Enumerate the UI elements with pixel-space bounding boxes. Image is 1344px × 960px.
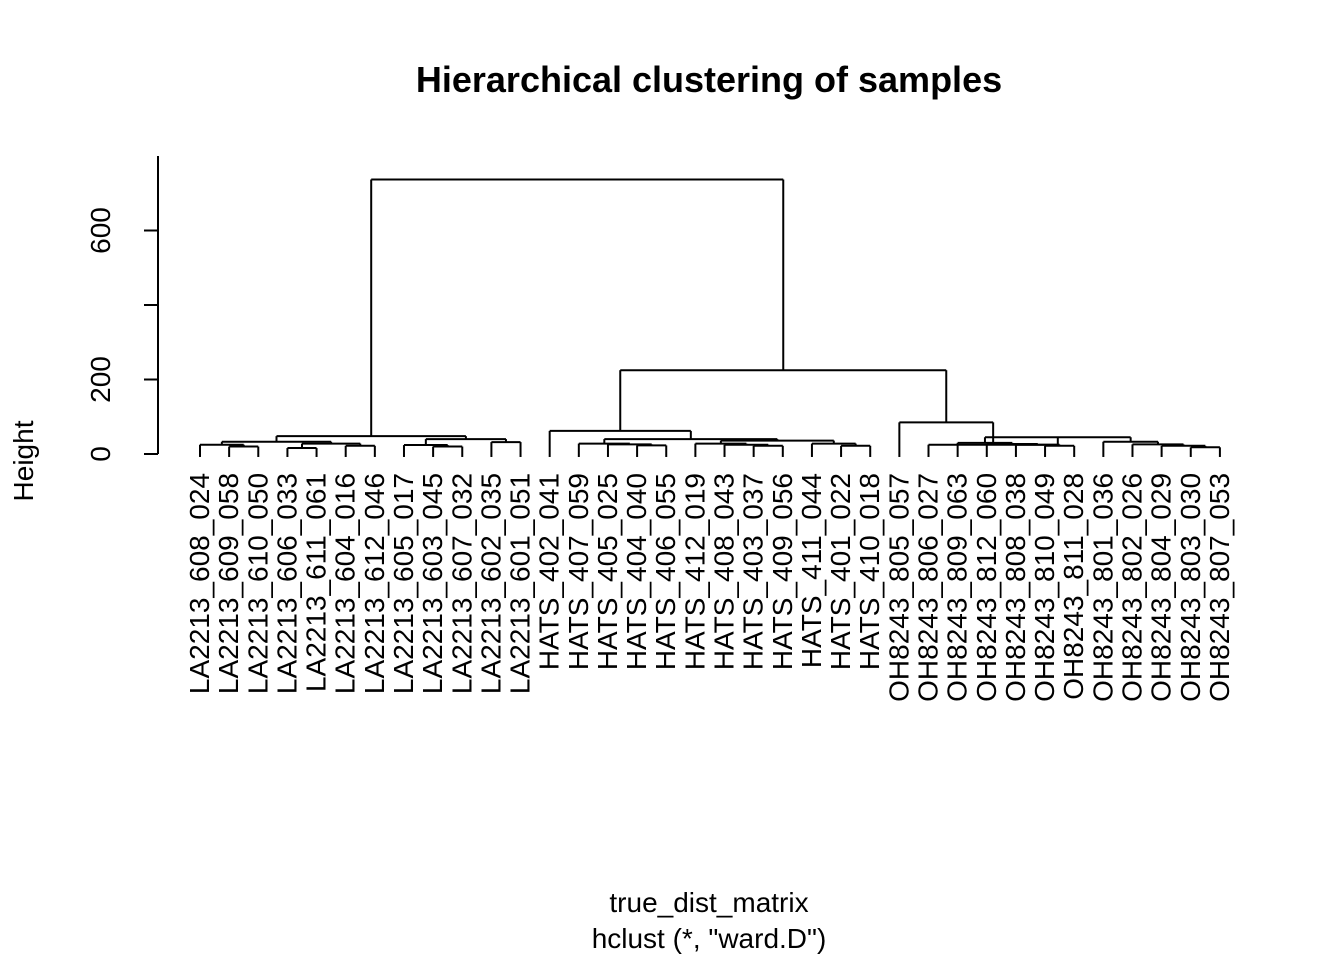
leaf-label: OH8243_803_030 — [1175, 473, 1206, 702]
leaf-label: HATS_407_059 — [563, 473, 594, 670]
leaf-label: LA2213_611_061 — [301, 473, 332, 692]
leaf-label: OH8243_804_029 — [1146, 473, 1177, 702]
leaf-labels: LA2213_608_024LA2213_609_058LA2213_610_0… — [184, 473, 1235, 702]
leaf-label: HATS_403_037 — [738, 473, 769, 670]
dendrogram-tree — [199, 178, 1221, 457]
leaf-label: LA2213_607_032 — [446, 473, 477, 694]
y-axis: 0 200 600 — [85, 156, 159, 462]
leaf-label: OH8243_809_063 — [942, 473, 973, 702]
leaf-label: OH8243_810_049 — [1029, 473, 1060, 702]
leaf-label: HATS_406_055 — [650, 473, 681, 670]
y-axis-label: Height — [8, 420, 39, 501]
y-tick-label: 600 — [85, 207, 116, 254]
leaf-label: LA2213_603_045 — [417, 473, 448, 694]
leaf-label: HATS_411_044 — [796, 473, 827, 668]
leaf-label: LA2213_609_058 — [213, 473, 244, 694]
leaf-label: OH8243_805_057 — [883, 473, 914, 702]
leaf-label: OH8243_811_028 — [1058, 473, 1089, 700]
leaf-label: OH8243_807_053 — [1204, 473, 1235, 702]
leaf-label: HATS_401_022 — [825, 473, 856, 670]
y-tick-label: 200 — [85, 356, 116, 403]
y-tick-label: 0 — [85, 446, 116, 462]
leaf-label: HATS_408_043 — [709, 473, 740, 670]
leaf-label: LA2213_610_050 — [242, 473, 273, 694]
x-axis-label: true_dist_matrix — [609, 887, 808, 918]
leaf-label: LA2213_604_016 — [330, 473, 361, 694]
leaf-label: HATS_410_018 — [854, 473, 885, 670]
leaf-label: HATS_402_041 — [534, 473, 565, 670]
leaf-label: HATS_405_025 — [592, 473, 623, 670]
leaf-label: OH8243_806_027 — [913, 473, 944, 702]
leaf-label: LA2213_602_035 — [475, 473, 506, 694]
leaf-label: LA2213_608_024 — [184, 473, 215, 694]
leaf-label: HATS_412_019 — [679, 473, 710, 670]
leaf-label: LA2213_605_017 — [388, 473, 419, 694]
leaf-label: OH8243_802_026 — [1116, 473, 1147, 702]
leaf-label: HATS_404_040 — [621, 473, 652, 670]
leaf-label: OH8243_808_038 — [1000, 473, 1031, 702]
chart-title: Hierarchical clustering of samples — [416, 59, 1002, 100]
leaf-label: LA2213_601_051 — [505, 473, 536, 694]
leaf-label: LA2213_606_033 — [271, 473, 302, 694]
method-sublabel: hclust (*, "ward.D") — [592, 923, 827, 954]
leaf-label: LA2213_612_046 — [359, 473, 390, 694]
leaf-label: OH8243_812_060 — [971, 473, 1002, 702]
leaf-label: HATS_409_056 — [767, 473, 798, 670]
leaf-label: OH8243_801_036 — [1087, 473, 1118, 702]
